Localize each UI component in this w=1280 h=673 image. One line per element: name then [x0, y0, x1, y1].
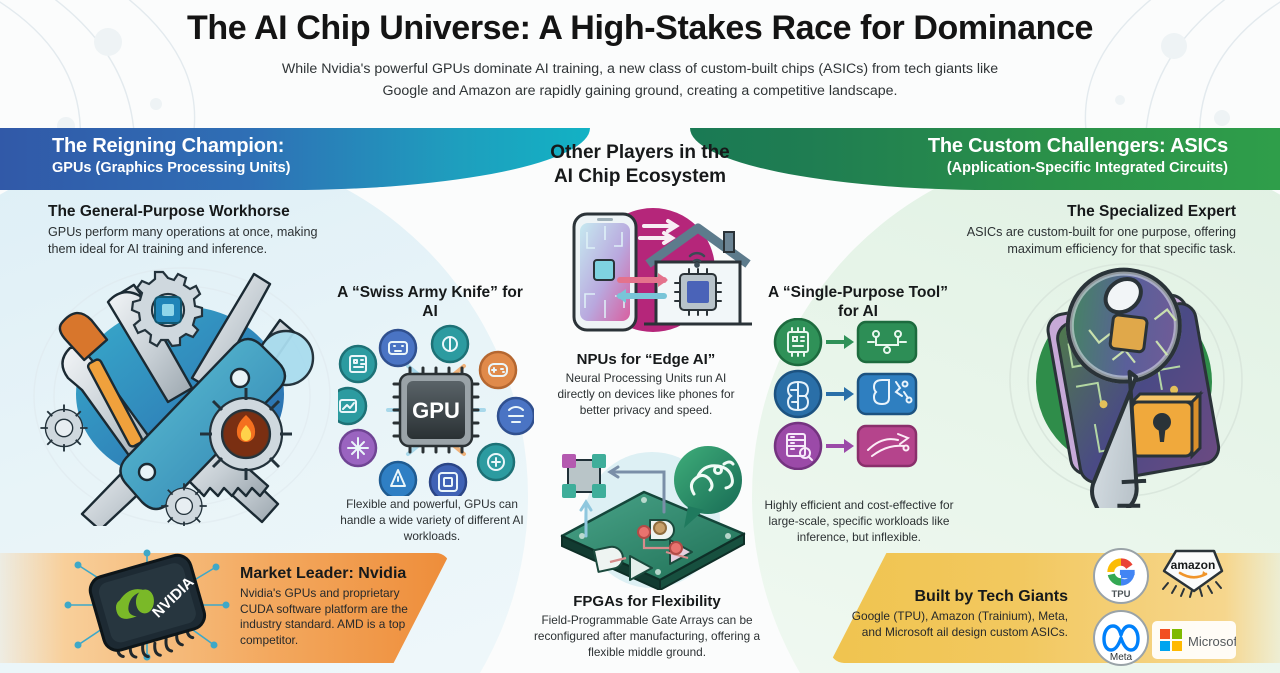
nvidia-text-block: Market Leader: Nvidia Nvidia's GPUs and … — [240, 564, 430, 650]
npu-title: NPUs for “Edge AI” — [576, 351, 716, 368]
swiss-army-knife-illustration — [33, 267, 331, 526]
page-subtitle: While Nvidia's powerful GPUs dominate AI… — [281, 61, 999, 99]
header: The AI Chip Universe: A High-Stakes Race… — [0, 0, 1280, 128]
fpga-text-block: FPGAs for Flexibility Field-Programmable… — [532, 593, 762, 661]
tech-giants-body: Google (TPU), Amazon (Trainium), Meta, a… — [851, 609, 1068, 640]
right-lead-text: The Specialized Expert ASICs are custom-… — [934, 203, 1236, 258]
asic-diagram-footnote: Highly efficient and cost-effective for … — [764, 498, 954, 544]
right-lead-body: ASICs are custom-built for one purpose, … — [966, 224, 1236, 256]
left-lead-text: The General-Purpose Workhorse GPUs perfo… — [48, 203, 348, 258]
amazon-chip-logo: amazon — [1162, 549, 1224, 598]
nvidia-title: Market Leader: Nvidia — [240, 564, 407, 582]
specialized-key-illustration — [1009, 263, 1243, 508]
npu-body: Neural Processing Units run AI directly … — [557, 371, 735, 418]
meta-label: Meta — [1110, 652, 1133, 663]
center-header-line1: Other Players in the — [550, 142, 730, 163]
gpu-chip-label: GPU — [412, 398, 460, 423]
center-header-line2: AI Chip Ecosystem — [553, 165, 727, 187]
tech-giants-text-block: Built by Tech Giants Google (TPU), Amazo… — [832, 587, 1068, 641]
right-lead-title: The Specialized Expert — [1067, 203, 1236, 220]
nvidia-chip-icon: NVIDIA — [64, 549, 230, 661]
center-column-header: Other Players in the AI Chip Ecosystem — [0, 141, 1280, 189]
google-tpu-logo: TPU — [1093, 548, 1149, 604]
gpu-diagram-footnote: Flexible and powerful, GPUs can handle a… — [340, 497, 524, 543]
page-title: The AI Chip Universe: A High-Stakes Race… — [186, 9, 1094, 47]
gpu-diagram-label: A “Swiss Army Knife” for AI — [337, 284, 523, 320]
meta-logo: Meta — [1093, 610, 1149, 666]
npu-edge-ai-illustration — [572, 208, 752, 332]
npu-text-block: NPUs for “Edge AI” Neural Processing Uni… — [548, 351, 744, 419]
fpga-title: FPGAs for Flexibility — [573, 593, 721, 610]
asic-diagram-label: A “Single-Purpose Tool” for AI — [768, 284, 948, 320]
tech-giants-title: Built by Tech Giants — [914, 588, 1069, 606]
microsoft-logo: Microsoft — [1152, 621, 1236, 659]
nvidia-body: Nvidia's GPUs and proprietary CUDA softw… — [240, 585, 408, 648]
gpu-hub-diagram: GPU — [338, 324, 534, 496]
google-tpu-label: TPU — [1112, 589, 1131, 600]
amazon-wordmark: amazon — [1171, 558, 1216, 572]
left-lead-body: GPUs perform many operations at once, ma… — [48, 224, 318, 256]
microsoft-wordmark: Microsoft — [1188, 634, 1236, 649]
asic-flow-diagram — [773, 318, 918, 470]
fpga-body: Field-Programmable Gate Arrays can be re… — [533, 613, 761, 660]
fpga-illustration — [560, 446, 746, 590]
left-lead-title: The General-Purpose Workhorse — [48, 203, 290, 220]
